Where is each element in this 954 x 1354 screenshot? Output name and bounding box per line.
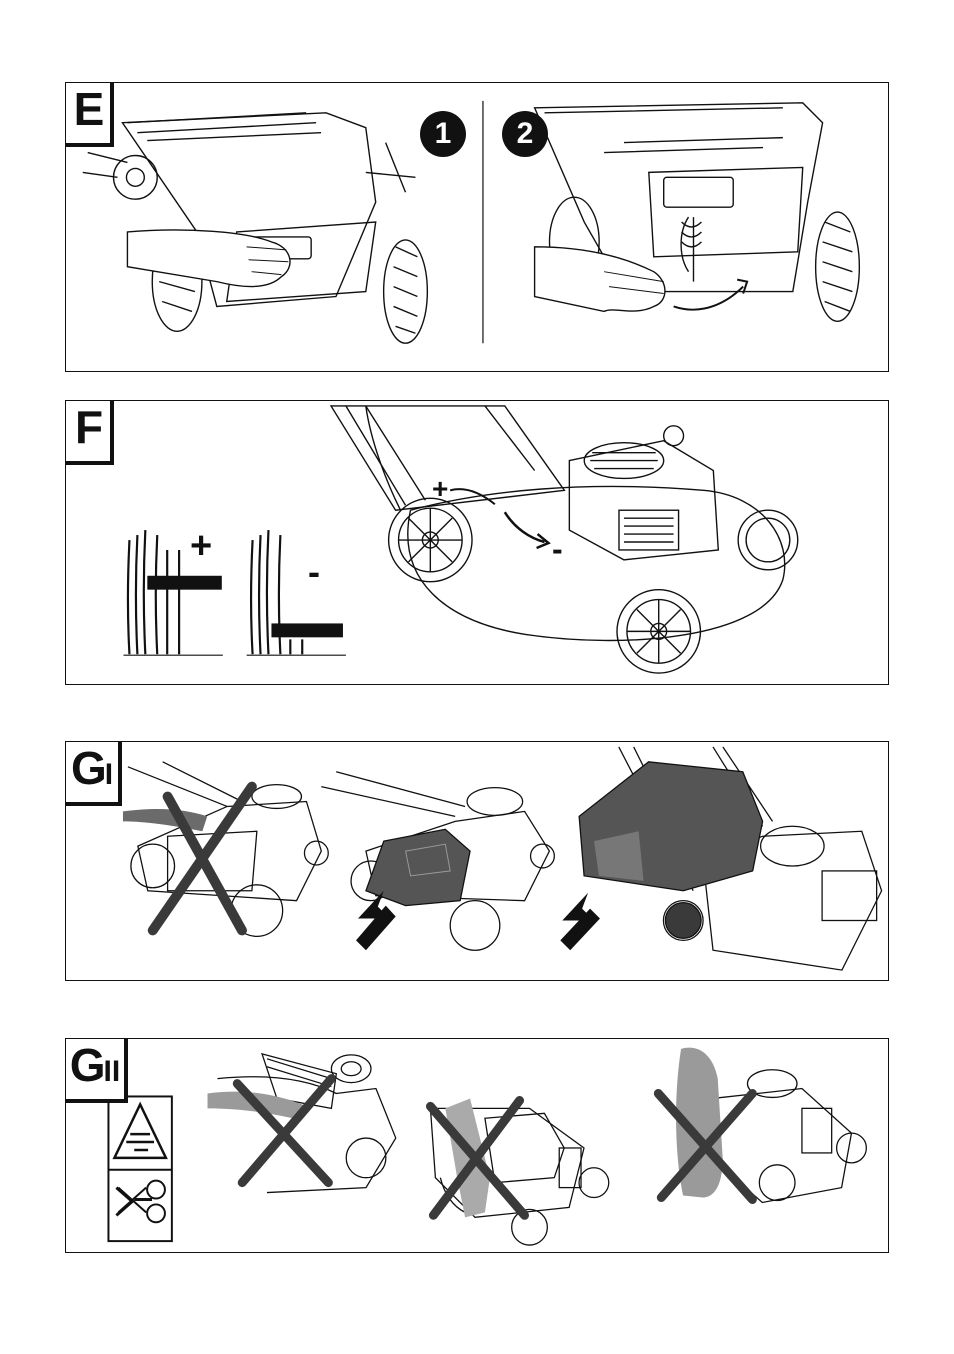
panel-g2-label: GII: [66, 1039, 128, 1103]
panel-g1-letter: G: [71, 742, 105, 794]
step-2-number: 2: [517, 117, 534, 150]
panel-g2-subscript: II: [104, 1055, 121, 1088]
panel-f: F + - + -: [65, 400, 889, 685]
panel-g1-illustration: [66, 742, 888, 980]
step-1-number: 1: [435, 117, 452, 150]
panel-g2-illustration: [66, 1039, 888, 1252]
panel-e-letter: E: [74, 83, 103, 135]
step-2-badge: 2: [502, 111, 548, 157]
adjust-plus-sign: +: [432, 473, 448, 505]
panel-e-illustration: [66, 83, 888, 371]
step-1-badge: 1: [420, 111, 466, 157]
panel-g1-label: GI: [66, 742, 122, 806]
height-plus-sign: +: [190, 525, 212, 568]
panel-g1: GI: [65, 741, 889, 981]
panel-e: E 1 2: [65, 82, 889, 372]
adjust-minus-sign: -: [552, 531, 563, 568]
panel-g2-letter: G: [70, 1039, 104, 1091]
panel-f-letter: F: [75, 401, 101, 453]
panel-f-label: F: [66, 401, 114, 465]
panel-g1-subscript: I: [105, 758, 113, 791]
panel-e-label: E: [66, 83, 114, 147]
panel-g2: GII: [65, 1038, 889, 1253]
height-minus-sign: -: [308, 551, 320, 593]
